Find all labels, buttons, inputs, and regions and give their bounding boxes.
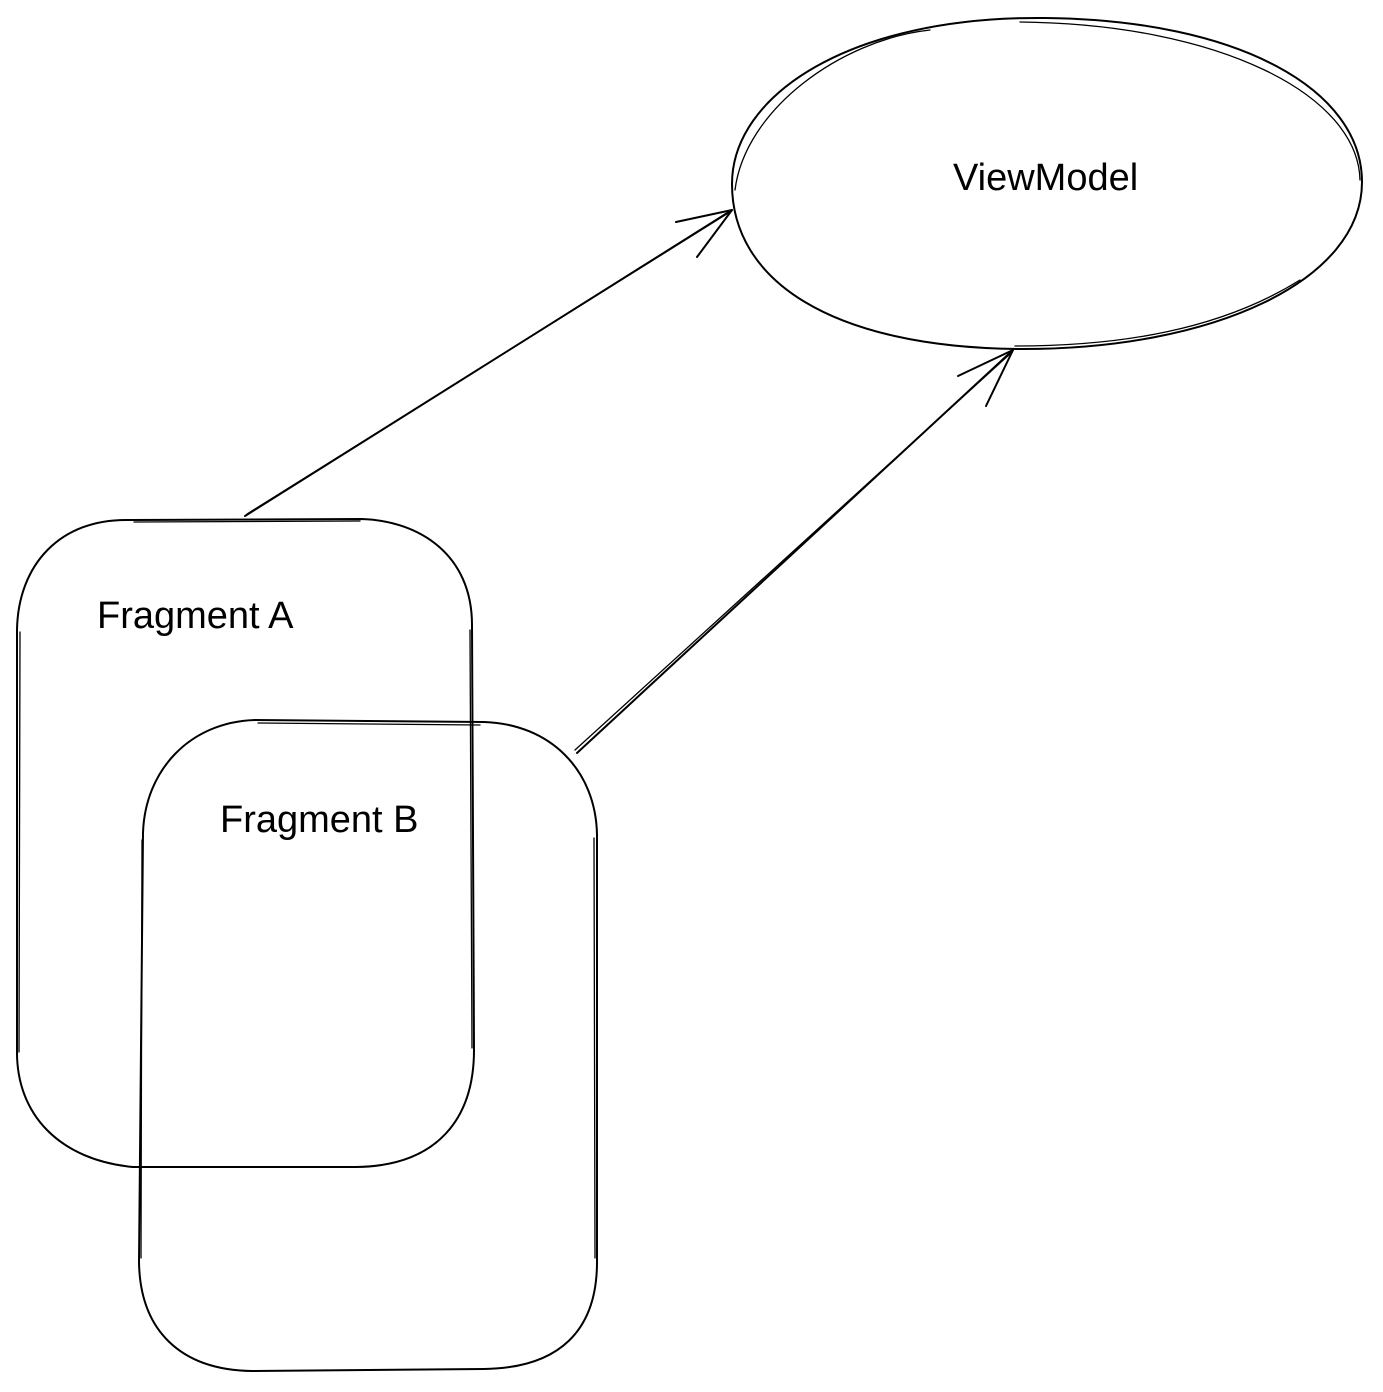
viewmodel-label: ViewModel <box>953 157 1138 199</box>
fragment-b-label: Fragment B <box>220 799 419 841</box>
edge-a-arrowhead-icon <box>675 209 733 258</box>
fragment-a-box <box>15 518 475 1168</box>
edge-fragment-a-to-viewmodel <box>244 209 733 517</box>
edge-fragment-b-to-viewmodel <box>574 349 1014 754</box>
viewmodel-ellipse <box>731 16 1363 351</box>
fragment-a-label: Fragment A <box>97 595 294 637</box>
edge-b-arrowhead-icon <box>957 349 1014 407</box>
node-fragment-b[interactable]: Fragment B <box>138 719 598 1372</box>
node-fragment-a[interactable]: Fragment A <box>15 518 475 1168</box>
node-viewmodel[interactable]: ViewModel <box>731 16 1363 351</box>
fragment-b-box <box>138 719 598 1372</box>
